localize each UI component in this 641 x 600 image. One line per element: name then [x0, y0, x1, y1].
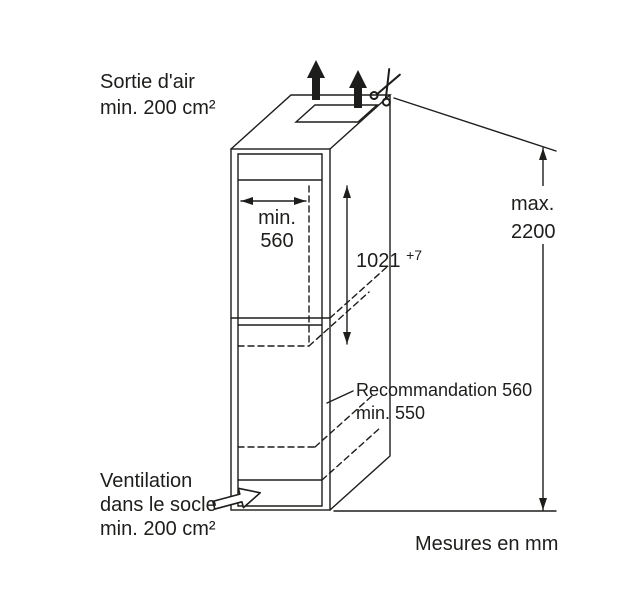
depth-label-line1: Recommandation 560	[356, 380, 532, 400]
niche-width-label-line1: min.	[258, 207, 296, 229]
base-ventilation-label-line1: Ventilation	[100, 470, 192, 492]
scissors-icon	[369, 68, 401, 107]
hidden-edges	[237, 185, 389, 481]
cabinet-outline	[230, 94, 392, 511]
niche-width-label-line2: 560	[260, 230, 293, 252]
base-ventilation-label-line2: dans le socle	[100, 494, 217, 516]
max-height-label-line1: max.	[511, 193, 554, 215]
extension-lines	[333, 97, 557, 512]
niche-height-label: 1021 +7	[356, 247, 422, 272]
air-outlet-label-line2: min. 200 cm²	[100, 97, 216, 119]
airflow-up-arrow-icon	[349, 70, 367, 108]
niche-height-value: 1021	[356, 250, 401, 272]
air-outlet-label-line1: Sortie d'air	[100, 71, 195, 93]
divider-shelf	[230, 317, 331, 326]
dimension-text-mask	[502, 186, 574, 244]
depth-label-line2: min. 550	[356, 403, 425, 423]
depth-leader-line	[326, 390, 354, 404]
ventilation-arrow-icon	[211, 487, 261, 510]
niche-height-tolerance: +7	[406, 247, 422, 263]
airflow-up-arrow-icon	[307, 60, 325, 100]
units-note: Mesures en mm	[415, 533, 558, 555]
base-ventilation-label-line3: min. 200 cm²	[100, 518, 216, 540]
top-vent-slot	[237, 104, 379, 181]
max-height-label-line2: 2200	[511, 221, 556, 243]
